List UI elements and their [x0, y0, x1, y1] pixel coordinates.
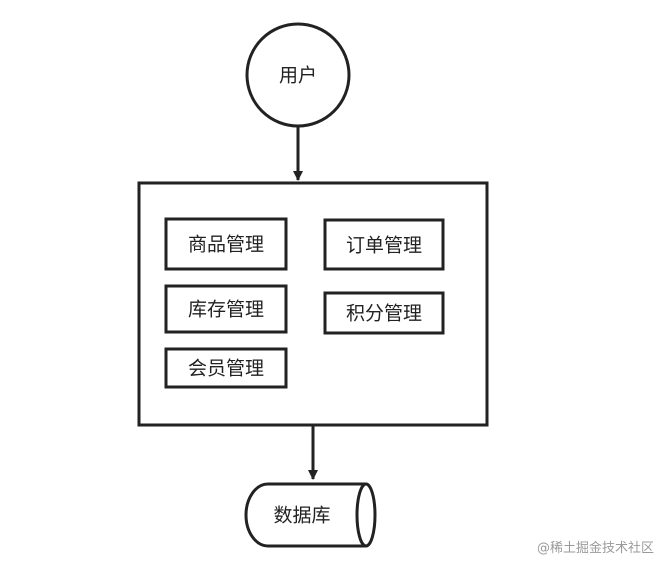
module-label: 库存管理	[188, 299, 264, 321]
database-node: 数据库	[244, 482, 377, 548]
module-label: 会员管理	[188, 358, 264, 380]
user-node: 用户	[245, 22, 351, 128]
module-box	[164, 284, 288, 334]
module-member-management: 会员管理	[164, 347, 288, 389]
database-cylinder-cap	[355, 482, 367, 548]
module-product-management: 商品管理	[164, 217, 288, 271]
module-box	[323, 291, 445, 335]
module-inventory-management: 库存管理	[164, 284, 288, 334]
user-label: 用户	[279, 65, 317, 87]
module-box	[323, 218, 445, 271]
module-label: 积分管理	[346, 303, 422, 325]
module-order-management: 订单管理	[323, 218, 445, 271]
database-label: 数据库	[273, 505, 330, 527]
module-label: 订单管理	[346, 235, 422, 257]
module-box	[164, 347, 288, 389]
module-label: 商品管理	[188, 234, 264, 256]
watermark: @稀土掘金技术社区	[536, 541, 654, 556]
module-points-management: 积分管理	[323, 291, 445, 335]
module-box	[164, 217, 288, 271]
